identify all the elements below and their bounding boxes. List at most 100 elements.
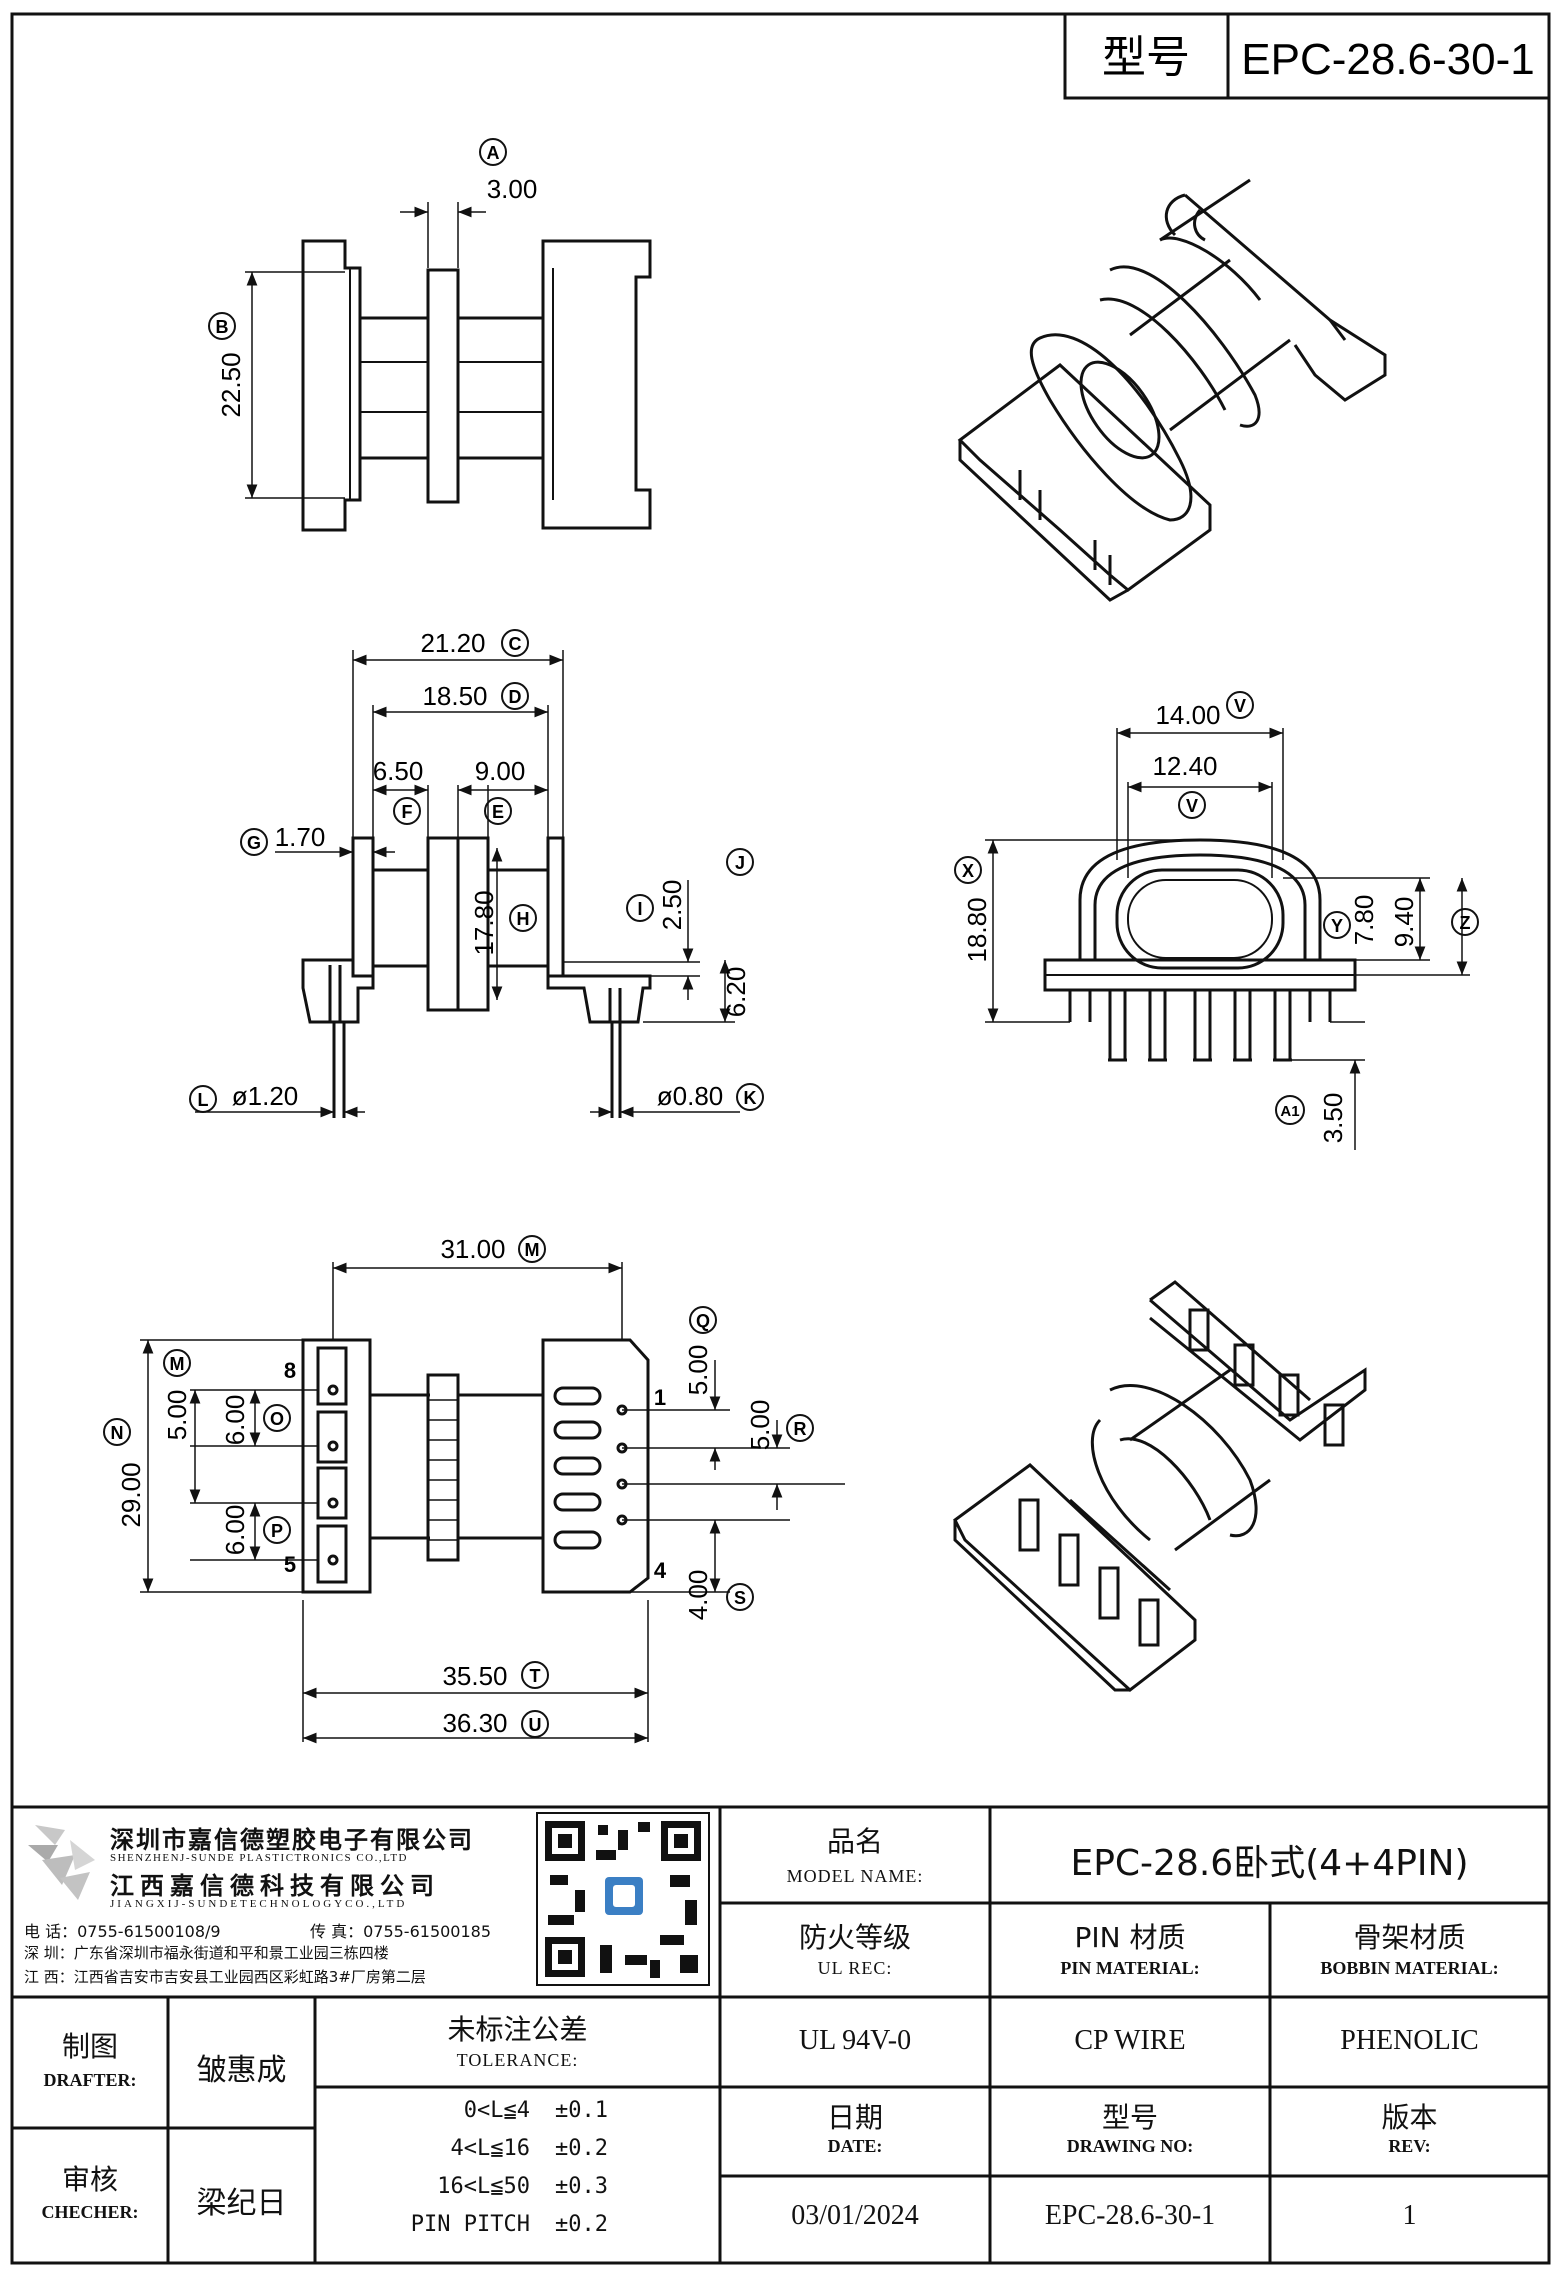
pin-5-label: 5 bbox=[284, 1552, 296, 1577]
tolerance-range: 0<L≦4 bbox=[463, 2098, 530, 2123]
tag-e: E bbox=[492, 802, 504, 822]
dim-c-value: 21.20 bbox=[420, 628, 485, 658]
drafter-value: 皱惠成 bbox=[196, 2053, 287, 2088]
tag-a: A bbox=[487, 143, 500, 163]
dim-h-value: 17.80 bbox=[469, 890, 499, 955]
tag-d: D bbox=[509, 687, 522, 707]
dim-n-value: 29.00 bbox=[116, 1462, 146, 1527]
tolerance-cn: 未标注公差 bbox=[447, 2013, 588, 2046]
pin-8-label: 8 bbox=[284, 1358, 296, 1383]
bottom-view-labels: 31.00 M M 5.00 N 29.00 6.00 O 6.00 P 8 5… bbox=[103, 1234, 814, 1738]
dim-q-value: 5.00 bbox=[683, 1345, 713, 1396]
tag-y: Y bbox=[1331, 916, 1343, 936]
tag-z: Z bbox=[1460, 913, 1471, 933]
pin-value: CP WIRE bbox=[1074, 2025, 1186, 2056]
tag-g: G bbox=[247, 833, 261, 853]
tag-m-left: M bbox=[170, 1354, 185, 1374]
tag-a1: A1 bbox=[1280, 1103, 1299, 1120]
dim-x-value: 18.80 bbox=[962, 897, 992, 962]
dim-m-top-value: 31.00 bbox=[440, 1234, 505, 1264]
dim-m-left-value: 5.00 bbox=[162, 1390, 192, 1441]
tolerance-row: PIN PITCH ±0.2 bbox=[315, 2212, 720, 2242]
iso-view-top bbox=[957, 178, 1387, 602]
dim-r-value: 5.00 bbox=[745, 1400, 775, 1451]
pin-cn: PIN 材质 bbox=[1074, 1921, 1186, 1954]
company2-name-en: JIANGXIJ-SUNDETECHNOLOGYCO.,LTD bbox=[110, 1898, 408, 1910]
dim-p-value: 6.00 bbox=[220, 1505, 250, 1556]
dim-o-value: 6.00 bbox=[220, 1395, 250, 1446]
dim-i-value: 2.50 bbox=[657, 880, 687, 931]
model-name-cn: 品名 bbox=[826, 1825, 883, 1858]
tolerance-range: PIN PITCH bbox=[410, 2212, 530, 2237]
tag-v2: V bbox=[1186, 796, 1198, 816]
dim-e-value: 9.00 bbox=[475, 756, 526, 786]
bobbin-value: PHENOLIC bbox=[1340, 2025, 1479, 2056]
side-view-labels: 21.20 C 18.50 D 6.50 F 9.00 E G 1.70 17.… bbox=[189, 628, 764, 1113]
top-view-labels: A 3.00 B 22.50 bbox=[208, 138, 538, 418]
tag-h: H bbox=[517, 909, 530, 929]
dim-f-value: 6.50 bbox=[373, 756, 424, 786]
dim-y-value: 7.80 bbox=[1349, 895, 1379, 946]
date-en: DATE: bbox=[827, 2136, 883, 2156]
model-name-value: EPC-28.6卧式(4+4PIN) bbox=[1070, 1843, 1469, 1884]
tag-x: X bbox=[962, 861, 974, 881]
tag-f: F bbox=[402, 802, 413, 822]
tag-p: P bbox=[271, 1521, 283, 1541]
pin-1-label: 1 bbox=[654, 1385, 666, 1410]
date-value: 03/01/2024 bbox=[791, 2200, 919, 2231]
rev-cn: 版本 bbox=[1381, 2101, 1438, 2134]
checker-cn: 审核 bbox=[61, 2163, 118, 2196]
company-name-cn: 深圳市嘉信德塑胶电子有限公司 bbox=[110, 1826, 474, 1854]
tolerance-en: TOLERANCE: bbox=[456, 2050, 579, 2070]
rev-en: REV: bbox=[1388, 2136, 1431, 2156]
tolerance-value: ±0.1 bbox=[555, 2098, 608, 2123]
top-view bbox=[245, 202, 652, 532]
tolerance-value: ±0.2 bbox=[555, 2136, 608, 2161]
tag-l: L bbox=[198, 1090, 209, 1110]
rev-value: 1 bbox=[1402, 2200, 1417, 2231]
tag-b: B bbox=[216, 317, 229, 337]
dim-l-value: ø1.20 bbox=[232, 1081, 299, 1111]
ul-cn: 防火等级 bbox=[798, 1921, 911, 1954]
dim-j-value: 6.20 bbox=[721, 967, 751, 1018]
tolerance-value: ±0.3 bbox=[555, 2174, 608, 2199]
tag-u: U bbox=[529, 1715, 542, 1735]
header-model-value: EPC-28.6-30-1 bbox=[1241, 35, 1534, 84]
company-addr-jx: 江 西：江西省吉安市吉安县工业园西区彩虹路3#厂房第二层 bbox=[24, 1968, 426, 1986]
qr-code bbox=[536, 1812, 710, 1986]
tolerance-row: 16<L≦50 ±0.3 bbox=[315, 2174, 720, 2204]
end-view-labels: 14.00 V 12.40 V X 18.80 Y 7.80 9.40 Z A1… bbox=[954, 691, 1479, 1143]
drafter-en: DRAFTER: bbox=[43, 2070, 137, 2090]
checker-en: CHECHER: bbox=[41, 2202, 139, 2222]
dim-k-value: ø0.80 bbox=[657, 1081, 724, 1111]
header-model-box: 型号 EPC-28.6-30-1 bbox=[1063, 12, 1551, 100]
tag-n: N bbox=[111, 1423, 124, 1443]
bottom-view bbox=[140, 1262, 845, 1744]
tag-k: K bbox=[744, 1088, 757, 1108]
tag-m-top: M bbox=[525, 1240, 540, 1260]
dim-z-value: 9.40 bbox=[1389, 897, 1419, 948]
dim-v1-value: 14.00 bbox=[1155, 700, 1220, 730]
ul-value: UL 94V-0 bbox=[798, 2025, 912, 2056]
tolerance-row: 0<L≦4 ±0.1 bbox=[315, 2098, 720, 2128]
company-tel: 电 话：0755-61500108/9 bbox=[24, 1922, 221, 1941]
bobbin-cn: 骨架材质 bbox=[1353, 1921, 1466, 1954]
dim-t-value: 35.50 bbox=[442, 1661, 507, 1691]
tolerance-range: 16<L≦50 bbox=[437, 2174, 530, 2199]
dim-a-value: 3.00 bbox=[487, 174, 538, 204]
dim-d-value: 18.50 bbox=[422, 681, 487, 711]
sheet-border bbox=[10, 12, 1551, 2265]
tag-q: Q bbox=[696, 1311, 710, 1331]
company2-name-cn: 江西嘉信德科技有限公司 bbox=[110, 1872, 440, 1900]
tag-c: C bbox=[509, 634, 522, 654]
pin-en: PIN MATERIAL: bbox=[1060, 1958, 1200, 1978]
date-cn: 日期 bbox=[826, 2101, 883, 2134]
tag-i: I bbox=[637, 899, 642, 919]
dwg-en: DRAWING NO: bbox=[1066, 2136, 1194, 2156]
tag-j: J bbox=[735, 853, 745, 873]
tag-v1: V bbox=[1234, 696, 1246, 716]
title-block bbox=[12, 1805, 1549, 2263]
tag-o: O bbox=[270, 1409, 284, 1429]
dim-g-value: 1.70 bbox=[275, 822, 326, 852]
dim-b-value: 22.50 bbox=[216, 352, 246, 417]
